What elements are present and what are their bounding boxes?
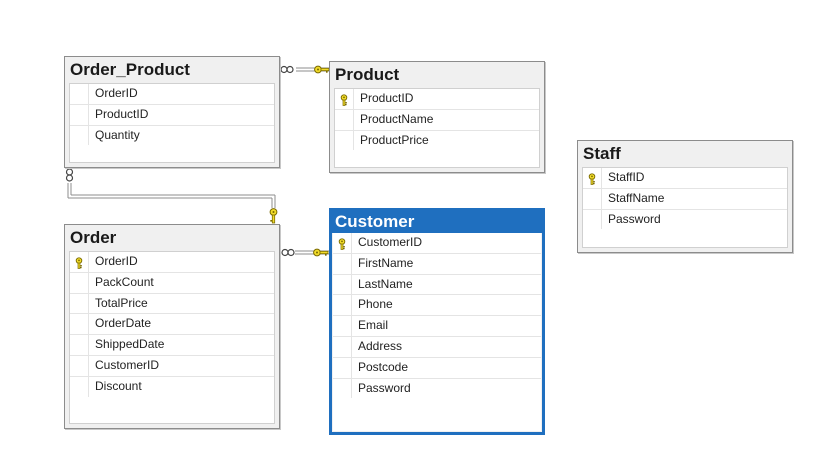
column-row[interactable]: StaffName — [583, 188, 787, 210]
key-icon — [269, 208, 278, 224]
column-name: Address — [358, 338, 403, 353]
column-name: Email — [358, 318, 389, 333]
column-name: ShippedDate — [95, 337, 165, 352]
column-row[interactable]: ProductID — [70, 104, 274, 126]
column-row[interactable]: LastName — [333, 274, 541, 296]
column-list: OrderID ProductID Quantity — [69, 83, 275, 163]
column-name: CustomerID — [358, 235, 423, 249]
primary-key-icon — [73, 256, 85, 269]
primary-key-icon — [586, 172, 598, 185]
relationship-order-customer[interactable] — [281, 248, 330, 257]
column-name: StaffID — [608, 170, 645, 184]
key-icon — [314, 65, 330, 74]
column-name: Discount — [95, 378, 142, 393]
column-row[interactable]: Address — [333, 336, 541, 358]
column-row[interactable]: Password — [583, 209, 787, 230]
column-name: OrderDate — [95, 316, 152, 331]
column-row[interactable]: Email — [333, 316, 541, 337]
column-row[interactable]: PackCount — [70, 272, 274, 294]
column-name: LastName — [358, 276, 413, 291]
column-name: PackCount — [95, 274, 154, 289]
column-row[interactable]: ProductPrice — [335, 130, 539, 151]
column-name: Password — [608, 211, 661, 226]
infinity-icon — [281, 248, 295, 257]
column-name: FirstName — [358, 255, 414, 270]
relationship-order-product-product[interactable] — [280, 65, 330, 74]
column-row[interactable]: OrderDate — [70, 314, 274, 336]
table-title[interactable]: Order_Product — [70, 60, 190, 79]
column-row[interactable]: Postcode — [333, 357, 541, 379]
table-title[interactable]: Order — [70, 228, 117, 247]
table-title[interactable]: Product — [335, 65, 400, 84]
primary-key-icon — [336, 237, 348, 250]
column-name: ProductPrice — [360, 132, 429, 147]
column-name: Password — [358, 380, 411, 395]
column-row[interactable]: OrderID — [70, 84, 274, 105]
column-row[interactable]: TotalPrice — [70, 293, 274, 315]
column-name: OrderID — [95, 254, 138, 268]
column-row[interactable]: ProductID — [335, 89, 539, 110]
column-row[interactable]: Password — [333, 378, 541, 399]
key-icon — [313, 248, 329, 257]
infinity-icon — [280, 65, 294, 74]
column-row[interactable]: Quantity — [70, 125, 274, 146]
column-name: StaffName — [608, 190, 665, 205]
relationship-order-product-order[interactable] — [65, 168, 278, 224]
column-row[interactable]: StaffID — [583, 168, 787, 189]
column-row[interactable]: CustomerID — [333, 233, 541, 254]
column-row[interactable]: ShippedDate — [70, 335, 274, 356]
column-row[interactable]: CustomerID — [70, 355, 274, 377]
column-name: OrderID — [95, 86, 138, 100]
infinity-icon — [65, 168, 74, 182]
column-row[interactable]: FirstName — [333, 253, 541, 275]
column-name: Phone — [358, 297, 393, 312]
column-row[interactable]: Phone — [333, 295, 541, 317]
column-row[interactable]: ProductName — [335, 109, 539, 131]
table-title[interactable]: Staff — [583, 144, 621, 163]
column-row[interactable]: OrderID — [70, 252, 274, 273]
column-name: ProductID — [95, 106, 149, 121]
table-title[interactable]: Customer — [332, 211, 542, 233]
column-name: TotalPrice — [95, 295, 148, 310]
table-order-product[interactable]: Order_Product OrderID ProductID Quantity — [64, 56, 280, 168]
column-name: Quantity — [95, 127, 140, 142]
column-name: ProductName — [360, 111, 434, 126]
column-name: Postcode — [358, 359, 409, 374]
column-name: ProductID — [360, 91, 414, 105]
primary-key-icon — [338, 93, 350, 106]
column-row[interactable]: Discount — [70, 376, 274, 397]
column-name: CustomerID — [95, 357, 160, 372]
